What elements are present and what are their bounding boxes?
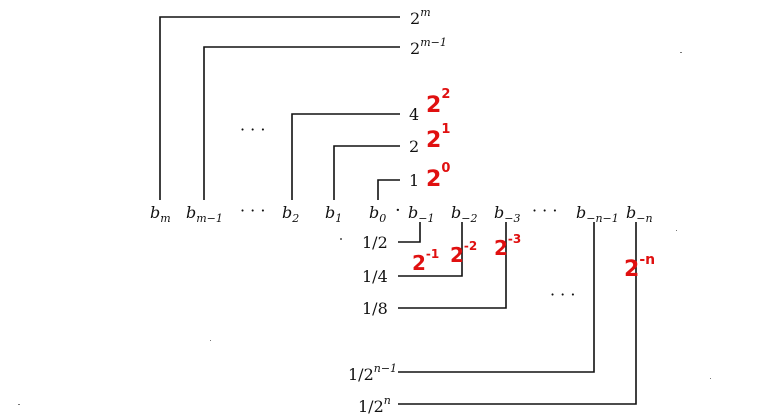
bit-bm: bm [150, 203, 171, 225]
radix-point: · [395, 200, 401, 221]
connector-b2 [291, 113, 400, 200]
weight-eighth: 1/8 [362, 299, 388, 318]
bit-b-n: b−n [626, 203, 653, 225]
connector-bm-1 [203, 46, 400, 200]
integer-weights: 2m 2m−1 4 2 1 [409, 6, 447, 190]
connector-b0 [377, 179, 400, 200]
bit-ellipsis-left: · · · [240, 201, 265, 220]
bit-bm-1: bm−1 [186, 203, 223, 225]
bit-b-3: b−3 [494, 203, 520, 225]
bit-ellipsis-right: · · · [532, 201, 557, 220]
weight-half: 1/2 [362, 233, 388, 252]
handwritten-annotations: 22 21 20 2-1 2-2 2-3 2-n [412, 87, 655, 282]
ellipsis-upper: · · · [240, 120, 265, 139]
bit-b-2: b−2 [451, 203, 477, 225]
integer-connectors [159, 16, 400, 200]
connector-b-n [398, 222, 637, 405]
bit-row: bm bm−1 · · · b2 b1 b0 · b−1 b−2 b−3 · ·… [150, 200, 653, 225]
weight-quarter: 1/4 [362, 267, 388, 286]
connector-bm [159, 16, 400, 200]
weight-4: 4 [409, 105, 419, 124]
annotation-2-pow-neg1: 2-1 [412, 247, 439, 275]
scan-specks [18, 52, 711, 405]
weight-1: 1 [409, 171, 419, 190]
fraction-weights: 1/2 1/4 1/8 1/2n−1 1/2n [348, 233, 397, 416]
annotation-2-pow-1: 21 [426, 122, 450, 153]
weight-1-over-2n-1: 1/2n−1 [348, 362, 397, 384]
weight-2: 2 [409, 137, 419, 156]
annotation-2-pow-neg3: 2-3 [494, 232, 521, 260]
weight-1-over-2n: 1/2n [358, 394, 391, 416]
weight-2m: 2m [410, 6, 431, 28]
connector-b1 [333, 145, 400, 200]
annotation-2-pow-2: 22 [426, 87, 450, 118]
bit-b-n-1: b−n−1 [576, 203, 619, 225]
bit-b2: b2 [282, 203, 299, 225]
annotation-2-pow-neg2: 2-2 [450, 239, 477, 267]
connector-b-1 [398, 222, 421, 243]
connector-b-2 [398, 222, 463, 277]
annotation-2-pow-0: 20 [426, 161, 450, 192]
connector-b-3 [398, 222, 507, 309]
connector-b-n-1 [398, 222, 595, 373]
annotation-2-pow-negn: 2-n [624, 252, 655, 282]
fraction-connectors [398, 222, 637, 405]
weight-2m-1: 2m−1 [410, 36, 447, 58]
bit-b-1: b−1 [408, 203, 434, 225]
bit-b1: b1 [325, 203, 342, 225]
ellipsis-lower: · · · [550, 285, 575, 304]
bit-b0: b0 [369, 203, 386, 225]
